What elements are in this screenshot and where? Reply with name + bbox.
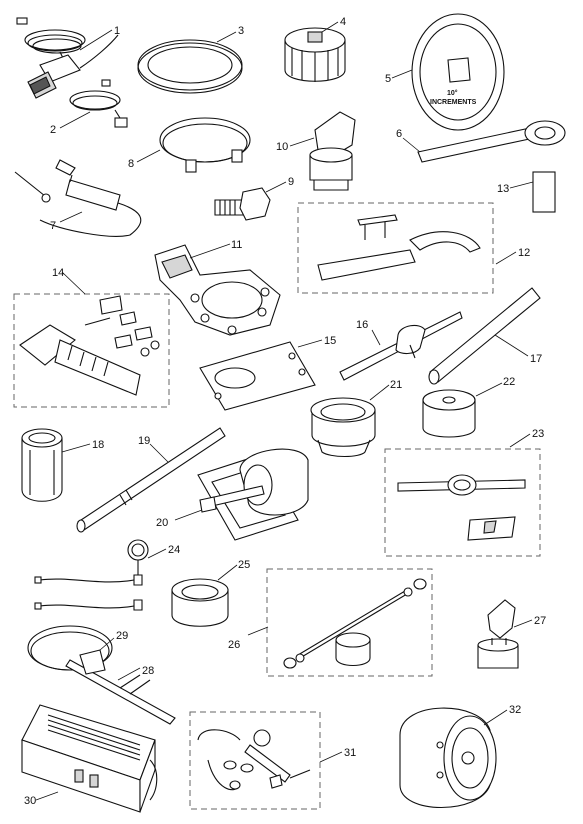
callout-16: 16 — [356, 319, 368, 331]
tool-1-diagnostic-cable — [16, 17, 119, 99]
tool-30-battery-charger — [21, 704, 158, 813]
callout-1: 1 — [114, 25, 120, 37]
tool-28-29-strap-wrench — [27, 625, 176, 725]
tool-3-ring-nut — [137, 39, 243, 94]
tool-31-vacuum-kit — [197, 729, 311, 791]
callout-20: 20 — [156, 517, 168, 529]
callout-5: 5 — [385, 73, 391, 85]
callout-17: 17 — [530, 353, 542, 365]
callout-numbers: 1 2 3 4 5 6 7 8 9 10 11 12 13 14 15 16 1… — [24, 16, 546, 807]
callout-10: 10 — [276, 141, 288, 153]
tool-21-cup — [310, 397, 376, 458]
callout-22: 22 — [503, 376, 515, 388]
tool-24-pressure-gauge — [34, 539, 149, 611]
callout-15: 15 — [324, 335, 336, 347]
callout-4: 4 — [340, 16, 346, 28]
tool-23-t-bar — [397, 474, 526, 541]
callout-29: 29 — [116, 630, 128, 642]
tool-8-tube — [159, 117, 251, 173]
tool-11-flange-plate — [154, 244, 281, 336]
tool-17-bar — [428, 287, 541, 385]
callout-3: 3 — [238, 25, 244, 37]
tool-14-chain-tool-kit — [19, 295, 160, 396]
tool-26-threaded-rod-kit — [283, 578, 427, 669]
callout-14: 14 — [52, 267, 64, 279]
callout-7: 7 — [50, 220, 56, 232]
callout-12: 12 — [518, 247, 530, 259]
callout-6: 6 — [396, 128, 402, 140]
callout-21: 21 — [390, 379, 402, 391]
dial-increments-text: INCREMENTS — [430, 99, 477, 106]
tool-5-degree-wheel: 10° INCREMENTS — [411, 13, 505, 131]
group-box-12 — [297, 202, 494, 294]
tool-6-holding-wrench — [417, 120, 566, 163]
callout-2: 2 — [50, 124, 56, 136]
tool-32-drum-puller — [399, 707, 497, 809]
tool-2-adaptor-cable — [69, 79, 128, 128]
group-box-14 — [13, 293, 170, 408]
callout-32: 32 — [509, 704, 521, 716]
tool-18-socket — [21, 428, 63, 502]
tool-7-syringe — [14, 159, 142, 237]
tool-13-card — [532, 171, 556, 213]
tool-15-base-plate — [199, 341, 316, 411]
callout-25: 25 — [238, 559, 250, 571]
tool-25-cup — [171, 578, 229, 627]
group-box-26 — [266, 568, 433, 677]
callout-19: 19 — [138, 435, 150, 447]
callout-26: 26 — [228, 639, 240, 651]
dial-degrees-text: 10° — [447, 89, 458, 97]
tool-4-oil-filter-wrench — [284, 27, 346, 82]
group-box-31 — [189, 711, 321, 810]
callout-28: 28 — [142, 665, 154, 677]
callout-27: 27 — [534, 615, 546, 627]
callout-18: 18 — [92, 439, 104, 451]
callout-30: 30 — [24, 795, 36, 807]
tool-19-rod — [76, 427, 226, 533]
tool-16-compressor — [339, 311, 463, 381]
callout-13: 13 — [497, 183, 509, 195]
callout-11: 11 — [231, 239, 242, 251]
callout-23: 23 — [532, 428, 544, 440]
tool-20-press-frame — [197, 448, 309, 541]
tool-27-crank-tool — [477, 599, 519, 669]
callout-9: 9 — [288, 176, 294, 188]
tool-22-drift — [422, 389, 476, 438]
callout-31: 31 — [344, 747, 356, 759]
tool-10-crank-tool — [309, 111, 356, 191]
callout-24: 24 — [168, 544, 180, 556]
tool-9-bolt — [214, 187, 271, 221]
leader-lines — [35, 21, 534, 801]
callout-8: 8 — [128, 158, 134, 170]
tool-12-c-spanner — [317, 214, 481, 281]
group-box-23 — [384, 448, 541, 557]
